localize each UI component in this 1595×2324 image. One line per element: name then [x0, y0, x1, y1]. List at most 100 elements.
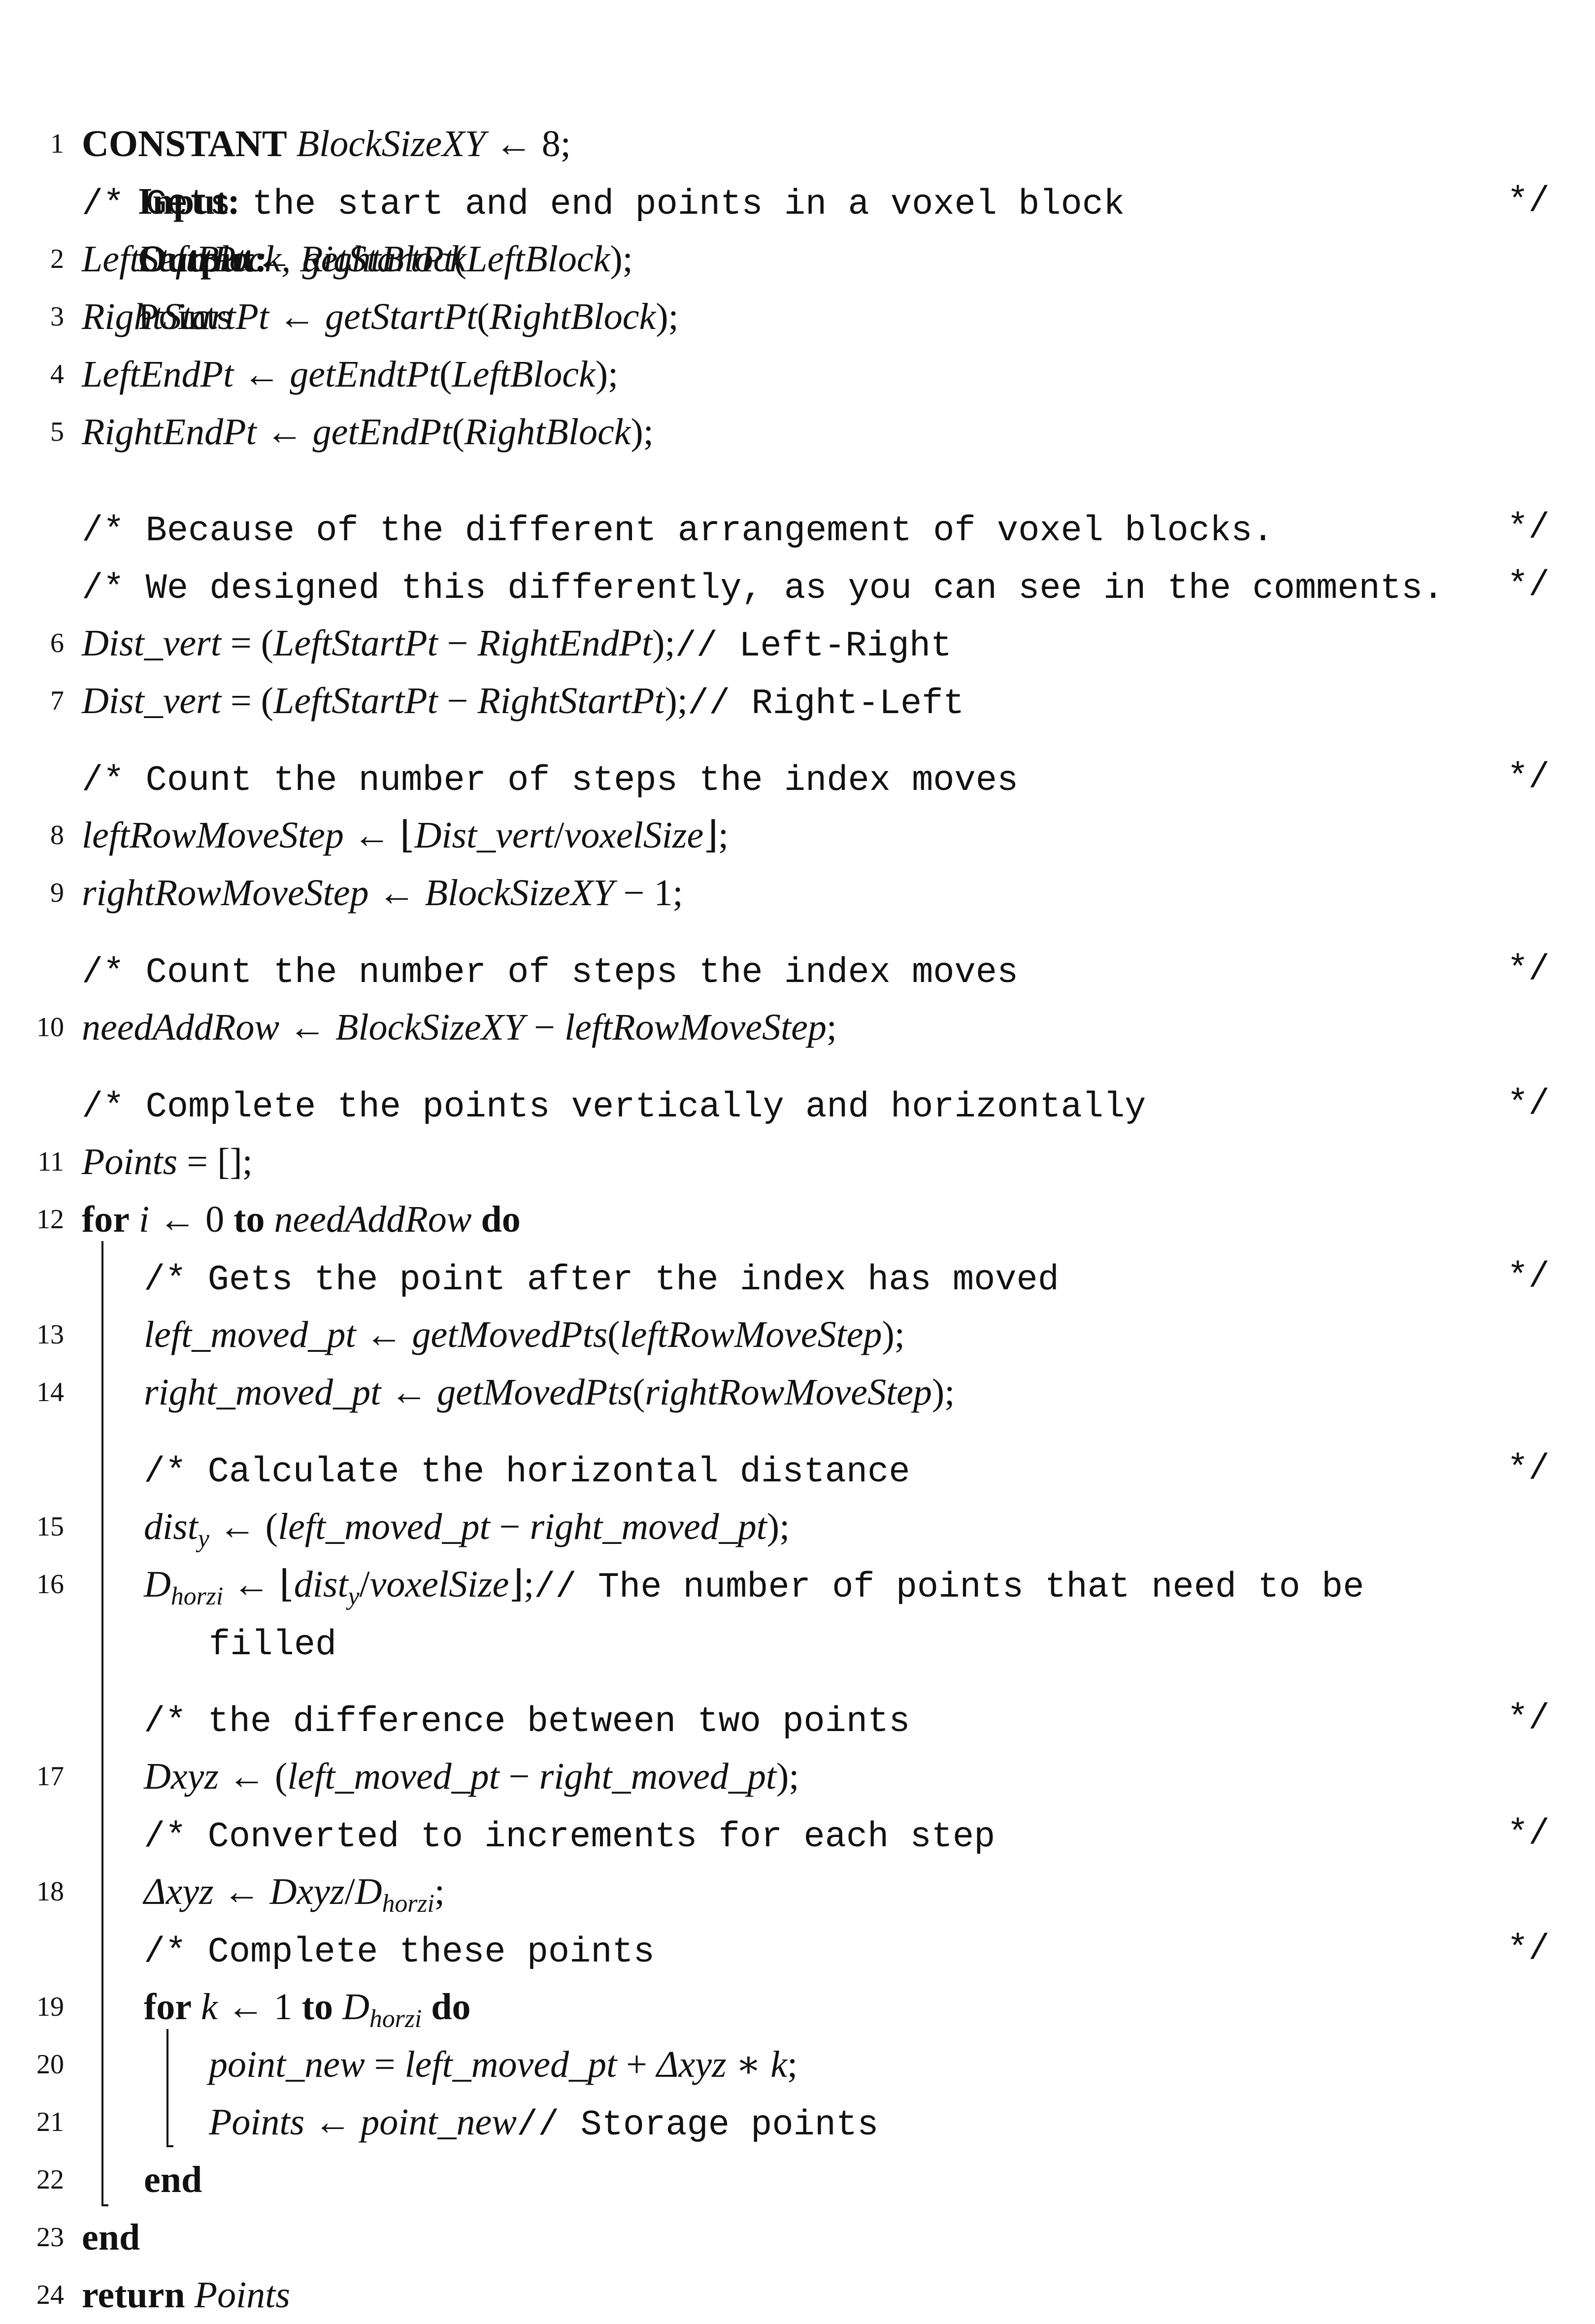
identifier: point_new [209, 2044, 365, 2085]
line-number: 6 [50, 628, 64, 658]
code-text: end [144, 2159, 202, 2200]
identifier: Dist_vert [82, 622, 221, 664]
identifier: Dhorzi [144, 1564, 224, 1611]
code-text: point_new = left_moved_pt + Δxyz ∗ k; [209, 2044, 798, 2085]
comment-close: */ [1507, 757, 1550, 798]
comment-line: /* Calculate the horizontal distance */ [0, 1440, 1595, 1498]
identifier: Points [194, 2274, 290, 2316]
line-content: RightStartPt ← getStartPt(RightBlock); [82, 288, 1595, 346]
code-text: RightStartPt ← getStartPt(RightBlock); [82, 296, 679, 337]
code-text: LeftEndPt ← getEndtPt(LeftBlock); [82, 354, 619, 395]
line-number: 20 [36, 2049, 64, 2080]
input-label: Input: [138, 181, 240, 222]
line-number: 18 [36, 1876, 64, 1907]
identifier: BlockSizeXY [296, 123, 486, 164]
code-text: LeftStartPt ← getStartPt(LeftBlock); [82, 238, 633, 280]
identifier: k [201, 1986, 218, 2028]
code-line: 13 left_moved_pt ← getMovedPts(leftRowMov… [0, 1306, 1595, 1364]
comment-line: /* Count the number of steps the index m… [0, 749, 1595, 807]
line-content: /* Calculate the horizontal distance [144, 1440, 1595, 1501]
comment-text: /* We designed this differently, as you … [82, 568, 1444, 609]
line-content: /* the difference between two points [144, 1690, 1595, 1751]
code-text: RightEndPt ← getEndPt(RightBlock); [82, 411, 654, 453]
identifier: Dxyz [269, 1871, 345, 1912]
comment-line: /* the difference between two points*/ [0, 1690, 1595, 1748]
line-number: 3 [50, 301, 64, 332]
comment-close: */ [1507, 1449, 1550, 1489]
identifier: right_moved_pt [530, 1506, 767, 1547]
identifier: getMovedPts [412, 1314, 608, 1355]
line-number: 13 [36, 1319, 64, 1350]
identifier: leftRowMoveStep [82, 815, 344, 856]
line-content: Points ← point_new// Storage points [209, 2094, 1595, 2154]
identifier: Δxyz [144, 1871, 214, 1912]
comment-text: /* Gets the start and end points in a vo… [82, 184, 1125, 225]
identifier: leftRowMoveStep [620, 1314, 882, 1355]
comment-line: /* Converted to increments for each step… [0, 1805, 1595, 1863]
identifier: needAddRow [82, 1007, 280, 1048]
keyword: for [82, 1199, 130, 1240]
line-content: Dxyz ← (left_moved_pt − right_moved_pt); [144, 1748, 1595, 1805]
comment-text: /* Gets the point after the index has mo… [144, 1260, 1059, 1300]
line-content: return Points [82, 2266, 1595, 2324]
code-line: 14 right_moved_pt ← getMovedPts(rightRowM… [0, 1364, 1595, 1421]
identifier: RightStartPt [477, 680, 665, 721]
identifier: BlockSizeXY [335, 1007, 525, 1048]
comment-close: */ [1507, 1257, 1550, 1297]
line-content: leftRowMoveStep ← ⌊Dist_vert/voxelSize⌋; [82, 807, 1595, 864]
identifier: RightBlock [489, 296, 656, 337]
comment-close: */ [1507, 181, 1550, 222]
code-text: Points ← point_new [209, 2101, 517, 2143]
keyword: for [144, 1986, 192, 2028]
keyword: end [144, 2159, 202, 2200]
identifier: right_moved_pt [539, 1756, 776, 1797]
keyword: end [82, 2217, 140, 2258]
line-content: for i ← 0 to needAddRow do [82, 1191, 1595, 1248]
line-content: right_moved_pt ← getMovedPts(rightRowMov… [144, 1364, 1595, 1421]
code-text: needAddRow ← BlockSizeXY − leftRowMoveSt… [82, 1007, 837, 1048]
code-text: for i ← 0 to needAddRow do [82, 1199, 521, 1240]
identifier: rightRowMoveStep [645, 1372, 932, 1413]
comment-close: */ [1507, 1084, 1550, 1124]
comment-line: /* Gets the point after the index has mo… [0, 1248, 1595, 1306]
identifier: Δxyz [656, 2044, 727, 2085]
comment-text: /* Converted to increments for each step [144, 1817, 996, 1857]
identifier: getStartPt [325, 296, 477, 337]
code-text: left_moved_pt ← getMovedPts(leftRowMoveS… [144, 1314, 905, 1355]
identifier: getEndtPt [290, 354, 440, 395]
comment-text: /* Calculate the horizontal distance [144, 1452, 910, 1492]
identifier: disty [144, 1506, 209, 1553]
input-value: LeftBlock, RightBlock [138, 238, 466, 280]
identifier: LeftStartPt [82, 238, 246, 280]
code-text: Dist_vert = (LeftStartPt − RightEndPt); [82, 622, 675, 664]
line-number: 15 [36, 1511, 64, 1542]
line-number: 14 [36, 1377, 64, 1407]
comment-line: /* We designed this differently, as you … [0, 557, 1595, 615]
line-content: /* Gets the point after the index has mo… [144, 1248, 1595, 1309]
comment-close: */ [1507, 949, 1550, 990]
line-number: 21 [36, 2107, 64, 2137]
keyword: do [431, 1986, 471, 2028]
identifier: needAddRow [274, 1199, 472, 1240]
line-number: 16 [36, 1569, 64, 1600]
line-number: 2 [50, 244, 64, 274]
identifier: right_moved_pt [144, 1372, 381, 1413]
line-content: /* Gets the start and end points in a vo… [82, 173, 1595, 233]
identifier: Dist_vert [414, 815, 554, 856]
comment-text: /* Because of the different arrangement … [82, 511, 1274, 551]
line-content: /* Converted to increments for each step [144, 1805, 1595, 1866]
identifier: Points [82, 1141, 178, 1182]
comment-text: /* Count the number of steps the index m… [82, 760, 1019, 801]
identifier: RightEndPt [82, 411, 257, 453]
identifier: voxelSize [369, 1564, 509, 1605]
identifier: Points [209, 2101, 305, 2143]
line-content: LeftStartPt ← getStartPt(LeftBlock); [82, 230, 1595, 288]
